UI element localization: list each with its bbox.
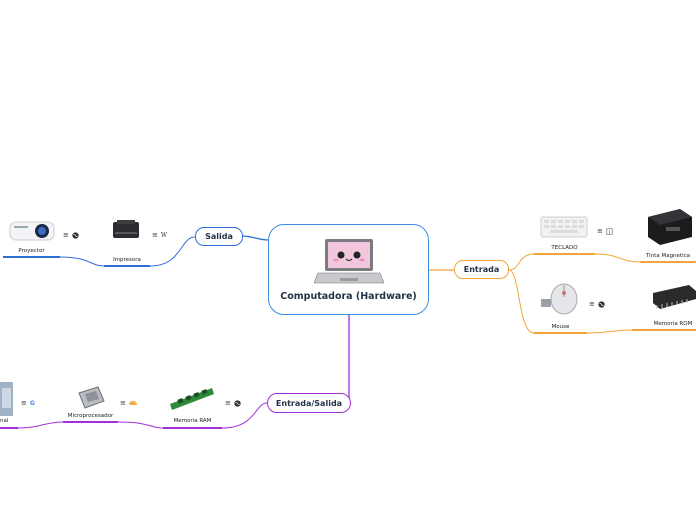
keyboard-image xyxy=(540,216,588,238)
branch-entrada-salida[interactable]: Entrada/Salida xyxy=(267,393,351,413)
underline-nal xyxy=(0,427,18,429)
microprocessor-image xyxy=(78,386,105,409)
mouse-image xyxy=(541,283,578,315)
link-entrada-mouse xyxy=(508,269,535,334)
ram-image xyxy=(170,388,214,410)
ram-icons: ≡ xyxy=(225,399,241,407)
underline-proyector xyxy=(3,256,60,258)
link-ram-micro xyxy=(117,421,164,429)
link-root-salida xyxy=(242,235,269,241)
printer-image xyxy=(113,220,139,238)
branch-entrada[interactable]: Entrada xyxy=(454,260,509,279)
underline-mouse xyxy=(534,332,587,334)
leaf-memoria-rom[interactable]: Memoria ROM xyxy=(653,321,693,327)
underline-impresora xyxy=(104,265,150,267)
root-title: Computadora (Hardware) xyxy=(280,291,417,302)
proyector-icons: ≡ xyxy=(63,231,79,239)
leaf-mouse[interactable]: Mouse xyxy=(551,324,570,330)
underline-teclado xyxy=(534,253,595,255)
impresora-icons: ≡ W xyxy=(152,231,167,239)
wikipedia-icon[interactable]: W xyxy=(160,231,168,239)
underline-ram xyxy=(163,427,222,429)
leaf-memoria-ram[interactable]: Memoria RAM xyxy=(173,418,212,424)
link-teclado-tinta xyxy=(594,253,641,263)
leaf-teclado[interactable]: TECLADO xyxy=(551,245,578,251)
nal-icons: ≡ G xyxy=(21,399,35,407)
leaf-proyector[interactable]: Proyector xyxy=(18,248,45,254)
leaf-microprocesador[interactable]: Microprocesador xyxy=(67,413,114,419)
link-icon[interactable] xyxy=(606,227,613,235)
notes-icon[interactable]: ≡ xyxy=(63,231,69,239)
notes-icon[interactable]: ≡ xyxy=(589,300,595,308)
notes-icon[interactable]: ≡ xyxy=(597,227,603,235)
branch-salida[interactable]: Salida xyxy=(195,227,243,246)
notes-icon[interactable]: ≡ xyxy=(120,399,126,407)
magnetic-ink-image xyxy=(648,209,692,245)
notes-icon[interactable]: ≡ xyxy=(225,399,231,407)
underline-tinta xyxy=(640,261,696,263)
link-entrada-teclado xyxy=(508,253,535,271)
mouse-icons: ≡ xyxy=(589,300,605,308)
rom-chip-image xyxy=(653,285,696,309)
cloud-icon[interactable] xyxy=(128,400,137,406)
link-root-es xyxy=(348,315,352,405)
leaf-tinta-magnetica[interactable]: Tinta Magnetica xyxy=(645,253,691,259)
globe-icon[interactable] xyxy=(234,399,241,407)
link-es-ram xyxy=(163,402,268,429)
teclado-icons: ≡ xyxy=(597,227,613,235)
link-salida-impresora xyxy=(104,236,196,267)
laptop-image xyxy=(313,239,384,284)
micro-icons: ≡ xyxy=(120,399,137,407)
link-impresora-proyector xyxy=(59,256,105,267)
partial-image xyxy=(0,382,13,416)
link-micro-nal xyxy=(17,421,64,429)
notes-icon[interactable]: ≡ xyxy=(152,231,158,239)
globe-icon[interactable] xyxy=(598,300,605,308)
notes-icon[interactable]: ≡ xyxy=(21,399,27,407)
leaf-nal[interactable]: nal xyxy=(0,418,9,424)
root-node[interactable]: Computadora (Hardware) xyxy=(268,224,429,315)
leaf-impresora[interactable]: Impresora xyxy=(113,257,141,263)
globe-icon[interactable] xyxy=(72,231,79,239)
projector-image xyxy=(9,221,55,241)
link-mouse-rom xyxy=(586,329,633,334)
underline-rom xyxy=(632,329,696,331)
google-icon[interactable]: G xyxy=(29,399,35,407)
underline-micro xyxy=(63,421,118,423)
